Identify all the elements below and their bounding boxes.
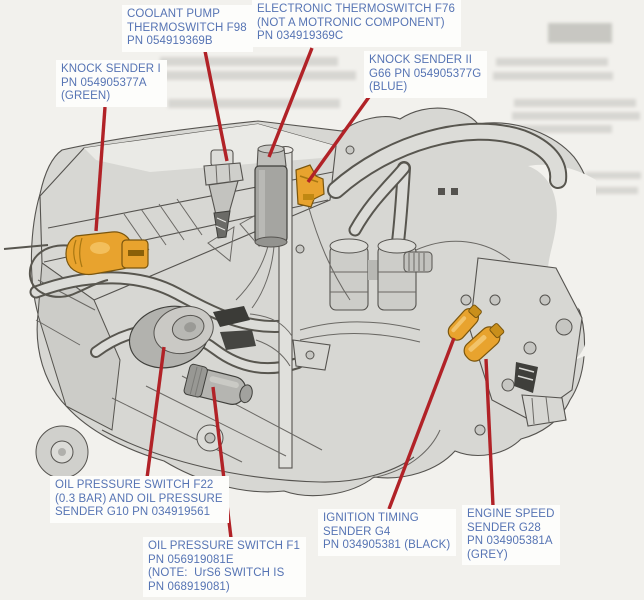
arrow-engine-speed-sender xyxy=(484,358,495,507)
label-line: KNOCK SENDER I xyxy=(61,63,161,75)
label-line: IGNITION TIMING xyxy=(323,512,419,524)
arrow-oil-pressure-switch-f22 xyxy=(145,346,166,479)
label-knock-sender-1: KNOCK SENDER I PN 054905377A (GREEN) xyxy=(56,60,167,107)
label-line: (NOTE: UrS6 SWITCH IS xyxy=(148,567,285,579)
coolant-pump-thermoswitch-part xyxy=(203,149,244,239)
arrow-ignition-timing-sender xyxy=(387,337,456,510)
label-line: ENGINE SPEED xyxy=(467,508,555,520)
knock-sender-1-highlight xyxy=(65,231,149,276)
label-line: SENDER G10 PN 034919561 xyxy=(55,506,211,518)
arrow-electronic-thermoswitch xyxy=(267,47,314,158)
f22-connector-tab xyxy=(213,306,250,327)
label-line: KNOCK SENDER II xyxy=(369,54,473,66)
label-line: PN 056919081E xyxy=(148,553,234,566)
knock-sender-2-highlight xyxy=(295,164,325,208)
label-oil-pressure-switch-f22: OIL PRESSURE SWITCH F22 (0.3 BAR) AND OI… xyxy=(50,476,229,523)
label-electronic-thermoswitch: ELECTRONIC THERMOSWITCH F76 (NOT A MOTRO… xyxy=(252,0,462,47)
label-line: PN 054905377A xyxy=(61,76,147,89)
label-knock-sender-2: KNOCK SENDER II G66 PN 054905377G (BLUE) xyxy=(364,51,488,98)
label-line: COOLANT PUMP xyxy=(127,8,221,20)
label-line: SENDER G28 xyxy=(467,521,541,534)
label-line: (0.3 BAR) AND OIL PRESSURE xyxy=(55,492,223,505)
bleedthrough-text xyxy=(160,23,641,194)
label-coolant-pump-thermoswitch: COOLANT PUMP THERMOSWITCH F98 PN 0549193… xyxy=(122,5,253,52)
label-line: (BLUE) xyxy=(369,81,408,93)
label-ignition-timing-sender: IGNITION TIMING SENDER G4 PN 034905381 (… xyxy=(318,509,457,556)
electronic-thermoswitch-part xyxy=(254,144,288,248)
label-line: SENDER G4 xyxy=(323,525,391,538)
intake-hose xyxy=(327,122,568,249)
arrow-knock-sender-2 xyxy=(306,89,376,183)
label-line: PN 034905381 (BLACK) xyxy=(323,539,451,551)
oil-pressure-switch-f1-part xyxy=(183,363,253,405)
arrow-coolant-pump-thermoswitch xyxy=(202,45,229,162)
label-line: THERMOSWITCH F98 xyxy=(127,21,247,34)
label-line: OIL PRESSURE SWITCH F1 xyxy=(148,540,300,552)
distributor-area xyxy=(469,257,583,427)
knock-sender-1-wire xyxy=(28,244,109,298)
fuel-damper-cylinders xyxy=(329,238,433,311)
engine-block-bottom xyxy=(35,145,486,483)
label-line: (GREY) xyxy=(467,548,508,561)
label-line: G66 PN 054905377G xyxy=(369,67,482,80)
label-line: ELECTRONIC THERMOSWITCH F76 xyxy=(257,3,456,15)
oil-pressure-switch-f22-part xyxy=(128,305,214,369)
label-oil-pressure-switch-f1: OIL PRESSURE SWITCH F1 PN 056919081E (NO… xyxy=(143,537,306,597)
engine-drawing xyxy=(3,107,596,497)
ignition-timing-sender-highlight xyxy=(447,304,482,341)
label-line: PN 068919081) xyxy=(148,580,230,593)
label-line: PN 034905381A xyxy=(467,535,553,547)
label-line: PN 034919369C xyxy=(257,30,344,42)
label-line: OIL PRESSURE SWITCH F22 xyxy=(55,479,214,491)
label-line: (GREEN) xyxy=(61,90,111,102)
arrow-knock-sender-1 xyxy=(94,106,107,232)
label-line: PN 054919369B xyxy=(127,35,213,47)
label-line: (NOT A MOTRONIC COMPONENT) xyxy=(257,16,445,29)
f22-connector-tab xyxy=(220,330,256,350)
label-engine-speed-sender: ENGINE SPEED SENDER G28 PN 034905381A (G… xyxy=(462,505,561,565)
engine-speed-sender-highlight xyxy=(463,323,505,362)
